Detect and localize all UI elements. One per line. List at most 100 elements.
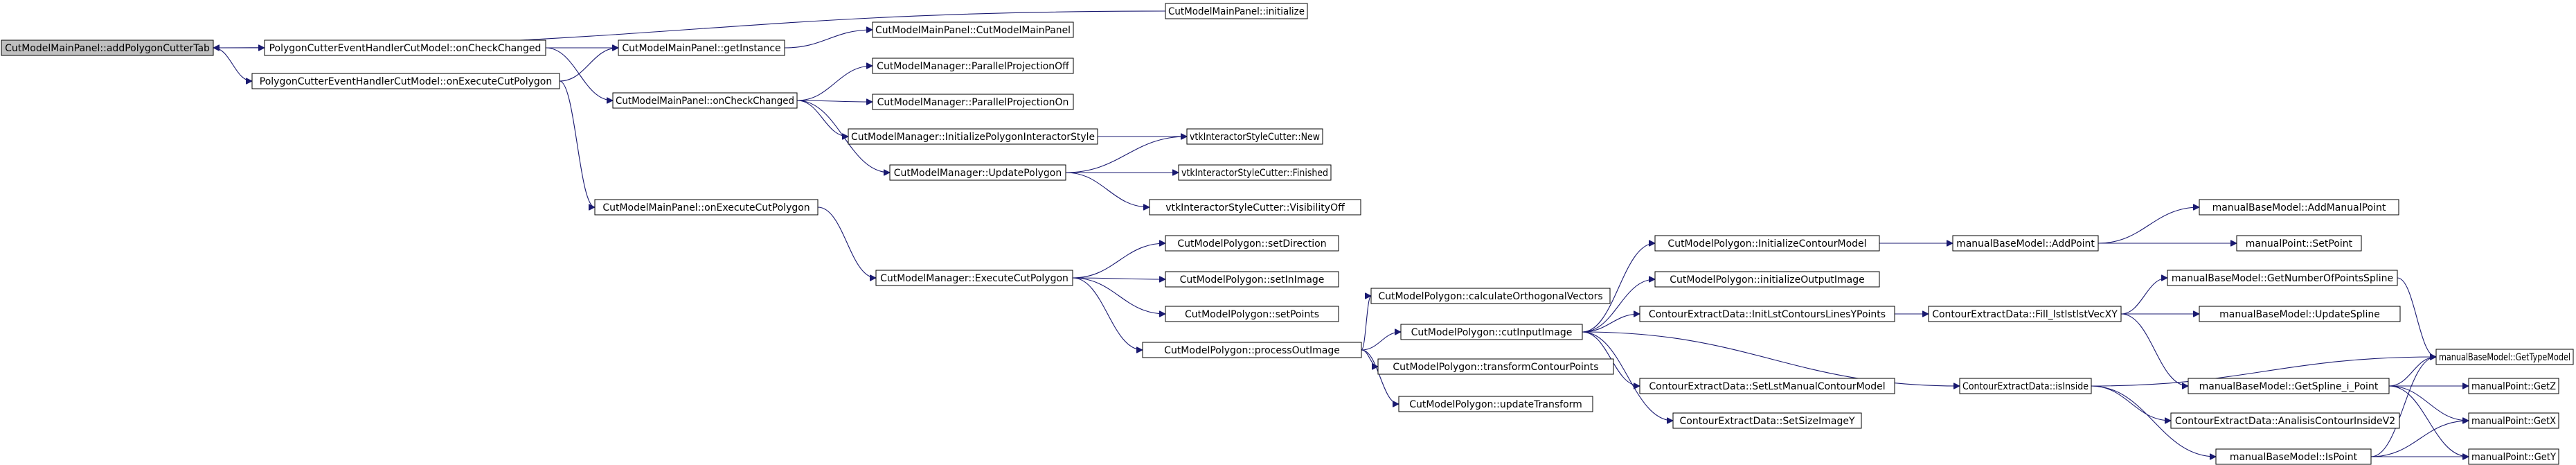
edge-n0-n3 [213, 47, 253, 81]
node-n7[interactable]: CutModelManager::ParallelProjectionOff [872, 58, 1074, 74]
edge-n36-n41 [2388, 385, 2469, 421]
node-n35[interactable]: manualBaseModel::UpdateSpline [2199, 306, 2401, 322]
node-label: vtkInteractorStyleCutter::New [1190, 132, 1320, 143]
node-box[interactable] [1654, 271, 1880, 288]
node-n34[interactable]: manualBaseModel::GetNumberOfPointsSpline [2167, 270, 2398, 286]
node-n26[interactable]: ContourExtractData::InitLstContoursLines… [1639, 306, 1895, 322]
node-label: CutModelManager::UpdatePolygon [894, 168, 1062, 179]
node-n37[interactable]: ContourExtractData::AnalisisContourInsid… [2170, 412, 2400, 429]
node-n16[interactable]: CutModelPolygon::setDirection [1165, 235, 1339, 252]
node-box[interactable] [1186, 128, 1323, 145]
node-n32[interactable]: manualBaseModel::AddManualPoint [2199, 199, 2399, 216]
node-box[interactable] [1952, 235, 2099, 252]
node-n38[interactable]: manualBaseModel::IsPoint [2215, 448, 2372, 465]
edge-n30-n32 [2098, 207, 2199, 244]
node-label: manualBaseModel::AddPoint [1956, 238, 2095, 249]
node-box[interactable] [1, 40, 214, 56]
edge-n10-n11 [1065, 137, 1187, 173]
node-box[interactable] [1639, 378, 1895, 394]
node-box[interactable] [1672, 412, 1862, 429]
node-n5[interactable]: CutModelMainPanel::CutModelMainPanel [872, 21, 1074, 38]
node-n24[interactable]: CutModelPolygon::InitializeContourModel [1654, 235, 1880, 252]
edge-n15-n19 [1072, 277, 1143, 350]
node-n30[interactable]: manualBaseModel::AddPoint [1952, 235, 2099, 252]
node-n17[interactable]: CutModelPolygon::setInImage [1165, 271, 1339, 288]
node-box[interactable] [2199, 199, 2399, 216]
node-n33[interactable]: manualPoint::SetPoint [2236, 235, 2362, 252]
node-box[interactable] [1400, 324, 1583, 340]
node-n20[interactable]: CutModelPolygon::calculateOrthogonalVect… [1370, 288, 1611, 304]
node-n22[interactable]: CutModelPolygon::transformContourPoints [1377, 358, 1614, 375]
node-box[interactable] [1654, 235, 1880, 252]
node-n14[interactable]: CutModelMainPanel::onExecuteCutPolygon [594, 199, 819, 216]
node-box[interactable] [1149, 199, 1361, 216]
node-n0[interactable]: CutModelMainPanel::addPolygonCutterTab [1, 40, 214, 56]
node-box[interactable] [594, 199, 819, 216]
node-n21[interactable]: CutModelPolygon::cutInputImage [1400, 324, 1583, 340]
node-label: PolygonCutterEventHandlerCutModel::onExe… [260, 76, 552, 87]
node-box[interactable] [872, 58, 1074, 74]
node-box[interactable] [848, 128, 1098, 145]
node-box[interactable] [2435, 349, 2574, 365]
node-box[interactable] [1377, 358, 1614, 375]
node-label: manualBaseModel::GetSpline_i_Point [2199, 381, 2379, 392]
node-n15[interactable]: CutModelManager::ExecuteCutPolygon [875, 270, 1073, 286]
node-n13[interactable]: vtkInteractorStyleCutter::VisibilityOff [1149, 199, 1361, 216]
node-box[interactable] [251, 73, 560, 89]
node-box[interactable] [1370, 288, 1611, 304]
node-box[interactable] [1165, 235, 1339, 252]
node-box[interactable] [2468, 378, 2559, 394]
node-n1[interactable]: CutModelMainPanel::initialize [1165, 3, 1308, 19]
node-box[interactable] [2188, 378, 2390, 394]
node-n19[interactable]: CutModelPolygon::processOutImage [1142, 342, 1362, 358]
node-n18[interactable]: CutModelPolygon::setPoints [1165, 306, 1339, 322]
node-box[interactable] [1398, 396, 1593, 412]
node-n40[interactable]: manualPoint::GetZ [2468, 378, 2559, 394]
node-box[interactable] [872, 94, 1074, 110]
node-box[interactable] [1165, 306, 1339, 322]
node-n36[interactable]: manualBaseModel::GetSpline_i_Point [2188, 378, 2390, 394]
node-box[interactable] [872, 21, 1074, 38]
node-n41[interactable]: manualPoint::GetX [2468, 412, 2559, 429]
node-n11[interactable]: vtkInteractorStyleCutter::New [1186, 128, 1323, 145]
node-n28[interactable]: ContourExtractData::SetSizeImageY [1672, 412, 1862, 429]
node-n3[interactable]: PolygonCutterEventHandlerCutModel::onExe… [251, 73, 560, 89]
node-box[interactable] [2215, 448, 2372, 465]
node-box[interactable] [1142, 342, 1362, 358]
node-n25[interactable]: CutModelPolygon::initializeOutputImage [1654, 271, 1880, 288]
node-box[interactable] [618, 40, 785, 56]
node-n12[interactable]: vtkInteractorStyleCutter::Finished [1178, 164, 1332, 181]
node-n31[interactable]: ContourExtractData::Fill_lstlstlstVecXY [1928, 306, 2122, 322]
node-box[interactable] [1178, 164, 1332, 181]
node-box[interactable] [1165, 271, 1339, 288]
edge-n6-n10 [796, 100, 890, 173]
node-n6[interactable]: CutModelMainPanel::onCheckChanged [612, 92, 798, 109]
node-box[interactable] [2170, 412, 2400, 429]
node-n23[interactable]: CutModelPolygon::updateTransform [1398, 396, 1593, 412]
node-n4[interactable]: CutModelMainPanel::getInstance [618, 40, 785, 56]
node-n2[interactable]: PolygonCutterEventHandlerCutModel::onChe… [264, 40, 546, 56]
node-box[interactable] [2199, 306, 2401, 322]
node-box[interactable] [1959, 378, 2092, 394]
edge-n29-n37 [2091, 385, 2171, 421]
node-n27[interactable]: ContourExtractData::SetLstManualContourM… [1639, 378, 1895, 394]
node-box[interactable] [612, 92, 798, 109]
node-n9[interactable]: CutModelManager::InitializePolygonIntera… [848, 128, 1098, 145]
node-n10[interactable]: CutModelManager::UpdatePolygon [889, 164, 1066, 181]
node-box[interactable] [1928, 306, 2122, 322]
node-box[interactable] [2236, 235, 2362, 252]
node-box[interactable] [875, 270, 1073, 286]
node-n39[interactable]: manualBaseModel::GetTypeModel [2435, 349, 2574, 365]
edge-n21-n25 [1582, 279, 1655, 333]
node-label: CutModelMainPanel::addPolygonCutterTab [5, 43, 210, 54]
node-n8[interactable]: CutModelManager::ParallelProjectionOn [872, 94, 1074, 110]
node-box[interactable] [2167, 270, 2398, 286]
node-n42[interactable]: manualPoint::GetY [2468, 448, 2559, 465]
node-box[interactable] [1639, 306, 1895, 322]
node-box[interactable] [264, 40, 546, 56]
node-box[interactable] [2468, 448, 2559, 465]
node-box[interactable] [1165, 3, 1308, 19]
node-box[interactable] [2468, 412, 2559, 429]
node-box[interactable] [889, 164, 1066, 181]
node-n29[interactable]: ContourExtractData::isInside [1959, 378, 2092, 394]
